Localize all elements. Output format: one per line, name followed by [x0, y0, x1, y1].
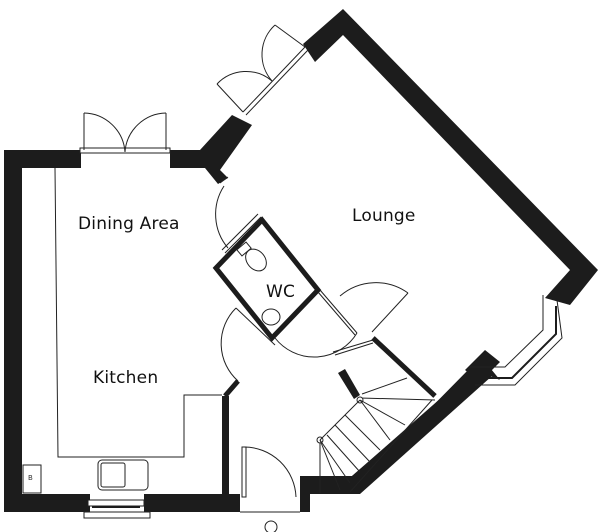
- wall-kitchen-hall: [222, 396, 229, 496]
- wall-diagonal-lower: [340, 362, 492, 494]
- lounge-patio-doors: [216, 24, 309, 116]
- wall-corner-angled: [200, 115, 252, 184]
- boiler-icon: [22, 464, 42, 494]
- hall-lounge-door: [339, 282, 409, 333]
- room-label-wc: WC: [266, 282, 296, 302]
- sink-icon: [100, 462, 126, 488]
- wall-lounge-right: [303, 9, 598, 305]
- wall-bottom-left: [4, 494, 90, 512]
- boiler-label: B: [28, 474, 33, 482]
- wall-top-left: [4, 150, 81, 168]
- stairs: [316, 336, 437, 493]
- room-label-kitchen: Kitchen: [93, 368, 159, 388]
- bay-window: [470, 295, 563, 386]
- basin-icon: [261, 308, 281, 326]
- room-label-lounge: Lounge: [352, 206, 416, 226]
- front-door: [240, 446, 310, 513]
- wall-bottom-mid: [144, 494, 240, 512]
- wall-kitchen-stub: [223, 379, 240, 398]
- wall-top-mid: [170, 150, 210, 168]
- kitchen-hall-door: [220, 307, 276, 382]
- wc-enclosure: [212, 213, 358, 358]
- kitchen-worktops: [22, 167, 222, 494]
- doorbell-icon: [264, 520, 278, 532]
- room-label-dining: Dining Area: [78, 214, 180, 234]
- french-doors: [79, 112, 171, 154]
- kitchen-window: [83, 499, 151, 519]
- dining-lounge-door: [215, 176, 229, 249]
- wall-bay-left: [465, 350, 500, 382]
- wall-left: [4, 150, 22, 497]
